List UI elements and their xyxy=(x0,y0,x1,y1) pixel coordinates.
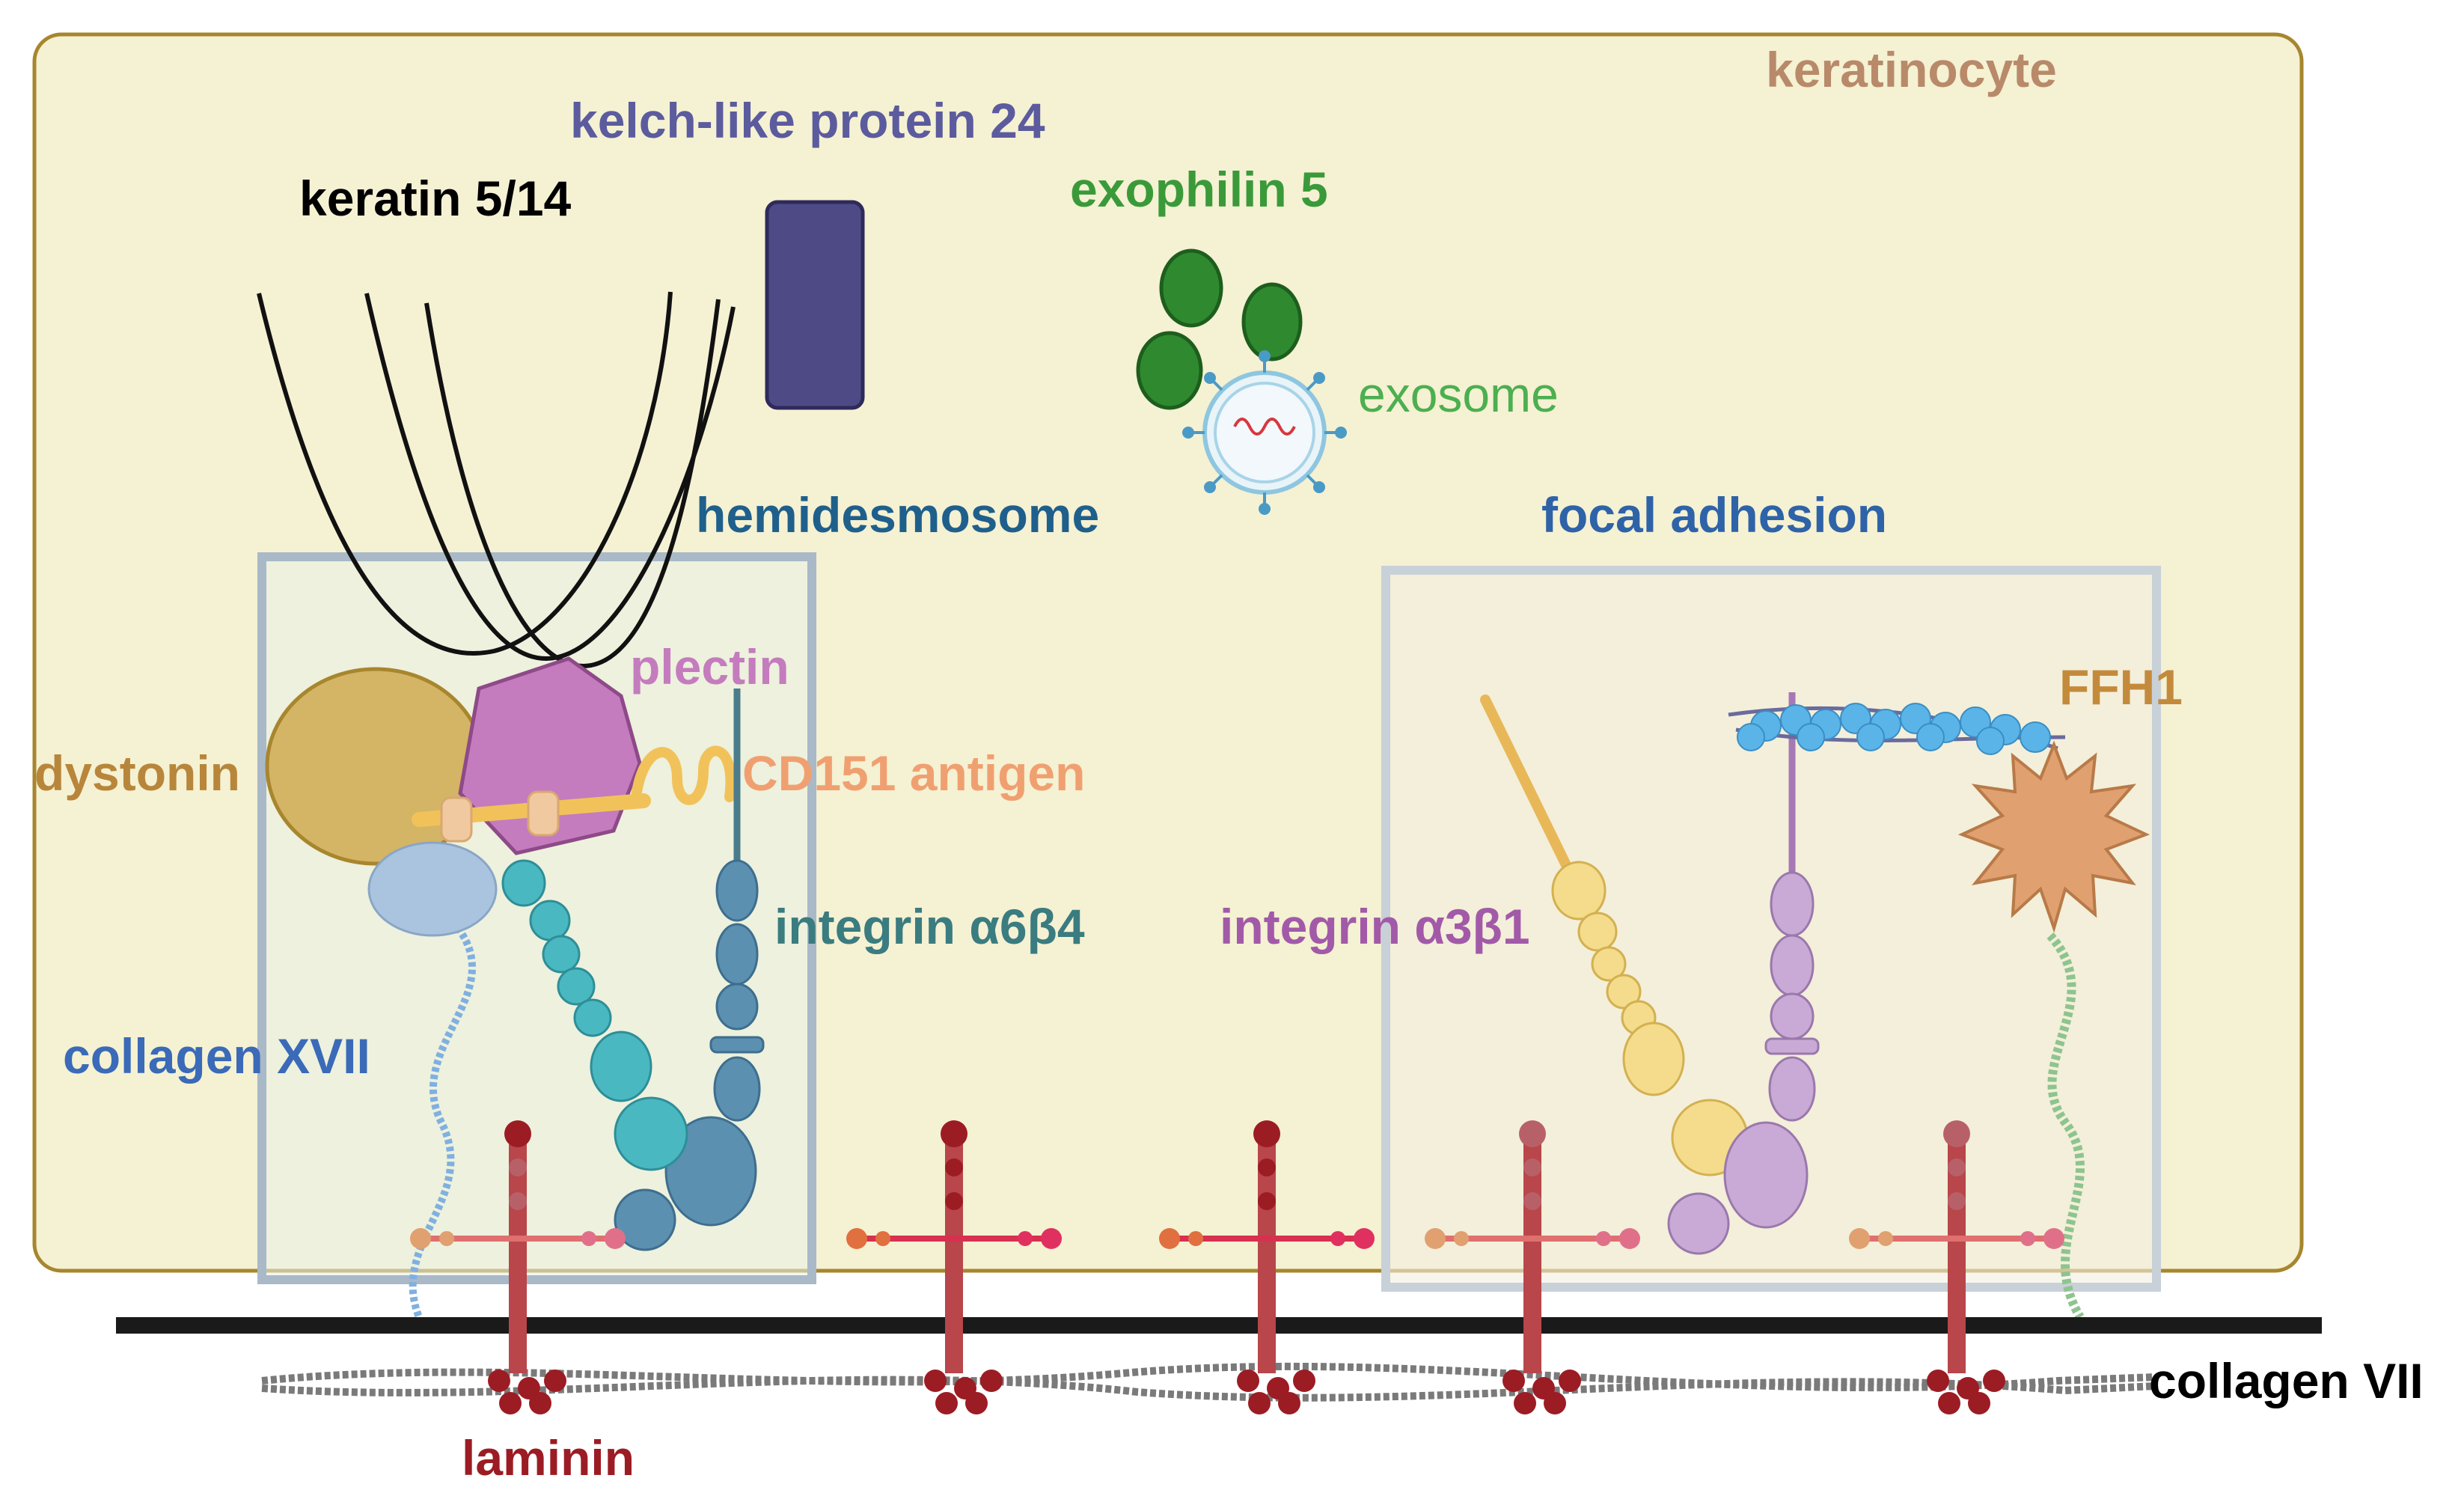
collagen-vii-fibril xyxy=(261,1362,2156,1402)
ffh1-collagen-helix xyxy=(2046,932,2085,1320)
label-ffh1: FFH1 xyxy=(2059,659,2183,715)
label-dystonin: dystonin xyxy=(34,745,240,801)
basement-membrane xyxy=(116,1317,2322,1334)
label-keratinocyte: keratinocyte xyxy=(1766,42,2057,97)
cd151-coil xyxy=(631,745,736,805)
label-kelch-like-protein-24: kelch-like protein 24 xyxy=(570,93,1045,148)
label-laminin: laminin xyxy=(462,1430,635,1486)
label-integrin-a3b1: integrin α3β1 xyxy=(1220,899,1530,954)
kelch-protein-icon xyxy=(765,200,865,410)
keratin-filament-icon xyxy=(257,291,736,669)
label-exophilin-5: exophilin 5 xyxy=(1070,162,1328,217)
laminin-unit xyxy=(846,1120,1062,1414)
collagen-xvii-head xyxy=(367,841,498,937)
label-collagen-vii: collagen VII xyxy=(2149,1353,2424,1408)
laminin-unit xyxy=(1159,1120,1375,1414)
label-exosome: exosome xyxy=(1358,367,1559,422)
exophilin-vesicle-icon xyxy=(1136,248,1303,410)
actin-bundle xyxy=(1728,703,2066,755)
label-keratin-5-14: keratin 5/14 xyxy=(299,171,572,226)
label-collagen-xvii: collagen XVII xyxy=(63,1028,370,1084)
integrin-a3b1 xyxy=(1480,692,1820,1255)
label-focal-adhesion: focal adhesion xyxy=(1541,487,1888,543)
label-cd151-antigen: CD151 antigen xyxy=(742,745,1086,801)
integrin-a6b4 xyxy=(501,689,765,1251)
dystonin-rod xyxy=(412,790,651,843)
laminin-unit xyxy=(1425,1120,1640,1414)
label-plectin: plectin xyxy=(630,639,789,694)
ffh1-star-icon xyxy=(1957,740,2150,933)
laminin-unit xyxy=(1849,1120,2064,1414)
collagen-xvii-helix xyxy=(409,925,477,1319)
laminin-unit xyxy=(410,1120,626,1414)
exosome-icon xyxy=(1182,350,1347,515)
label-hemidesmosome: hemidesmosome xyxy=(696,487,1100,543)
label-integrin-a6b4: integrin α6β4 xyxy=(774,899,1085,954)
